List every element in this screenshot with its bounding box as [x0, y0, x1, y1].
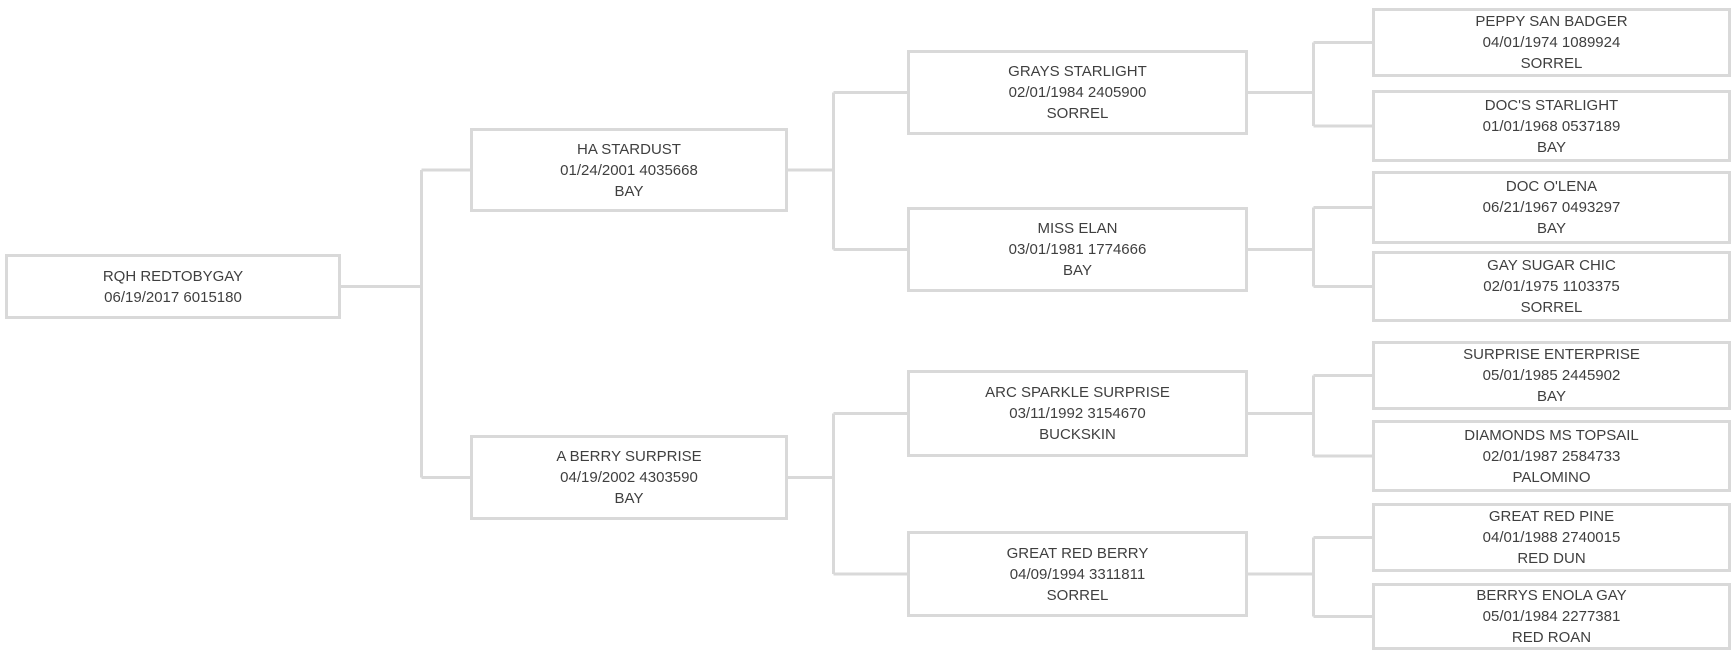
horse-color: RED DUN [1517, 550, 1586, 567]
horse-date-reg: 01/24/2001 4035668 [560, 161, 698, 179]
horse-name: A BERRY SURPRISE [556, 448, 702, 465]
horse-name: GAY SUGAR CHIC [1487, 257, 1616, 274]
node-dam-sire-sire[interactable]: SURPRISE ENTERPRISE 05/01/1985 2445902 B… [1372, 341, 1731, 410]
node-dam-dam-dam[interactable]: BERRYS ENOLA GAY 05/01/1984 2277381 RED … [1372, 583, 1731, 650]
horse-color: SORREL [1520, 55, 1583, 72]
horse-date-reg: 03/01/1981 1774666 [1008, 241, 1147, 258]
horse-name: DIAMONDS MS TOPSAIL [1464, 426, 1639, 444]
horse-name: BERRYS ENOLA GAY [1476, 587, 1627, 604]
node-sire-dam-dam[interactable]: GAY SUGAR CHIC 02/01/1975 1103375 SORREL [1372, 251, 1731, 322]
node-sire[interactable]: HA STARDUST 01/24/2001 4035668 BAY [470, 128, 788, 212]
connector-dam-parents [788, 412, 907, 576]
horse-color: PALOMINO [1512, 468, 1591, 486]
horse-name: RQH REDTOBYGAY [102, 267, 244, 285]
horse-color: SORREL [1046, 105, 1109, 122]
node-sire-sire-sire[interactable]: PEPPY SAN BADGER 04/01/1974 1089924 SORR… [1372, 8, 1731, 77]
connector-sire-parents [788, 91, 907, 251]
node-sire-dam[interactable]: MISS ELAN 03/01/1981 1774666 BAY [907, 207, 1248, 292]
node-dam-sire[interactable]: ARC SPARKLE SURPRISE 03/11/1992 3154670 … [907, 370, 1248, 457]
horse-color: BAY [1063, 262, 1092, 279]
horse-color: BAY [1537, 138, 1566, 156]
horse-date-reg: 03/11/1992 3154670 [1009, 405, 1146, 422]
horse-color: BUCKSKIN [1039, 426, 1116, 443]
node-sire-sire[interactable]: GRAYS STARLIGHT 02/01/1984 2405900 SORRE… [907, 50, 1248, 135]
horse-date-reg: 02/01/1987 2584733 [1482, 447, 1621, 465]
node-sire-sire-dam[interactable]: DOC'S STARLIGHT 01/01/1968 0537189 BAY [1372, 90, 1731, 162]
horse-name: MISS ELAN [1037, 220, 1118, 237]
horse-color: RED ROAN [1511, 629, 1592, 646]
connector-sire-dam-parents [1248, 206, 1372, 288]
horse-name: HA STARDUST [577, 140, 681, 158]
horse-name: DOC O'LENA [1505, 178, 1598, 195]
connector-dam-sire-parents [1248, 374, 1372, 458]
node-dam-dam-sire[interactable]: GREAT RED PINE 04/01/1988 2740015 RED DU… [1372, 503, 1731, 572]
connector-subject-parents [341, 168, 470, 479]
node-sire-dam-sire[interactable]: DOC O'LENA 06/21/1967 0493297 BAY [1372, 171, 1731, 244]
horse-date-reg: 06/21/1967 0493297 [1482, 199, 1621, 216]
connector-sire-sire-parents [1248, 41, 1372, 128]
horse-date-reg: 06/19/2017 6015180 [104, 288, 242, 306]
horse-name: DOC'S STARLIGHT [1484, 96, 1619, 114]
horse-name: GREAT RED BERRY [1006, 544, 1149, 562]
horse-color: BAY [1537, 388, 1566, 405]
horse-name: PEPPY SAN BADGER [1475, 13, 1628, 30]
horse-color: BAY [614, 182, 644, 200]
horse-date-reg: 04/01/1988 2740015 [1482, 529, 1621, 546]
horse-color: SORREL [1046, 586, 1109, 604]
horse-name: SURPRISE ENTERPRISE [1463, 346, 1640, 363]
horse-date-reg: 04/09/1994 3311811 [1009, 565, 1146, 583]
node-subject[interactable]: RQH REDTOBYGAY 06/19/2017 6015180 [5, 254, 341, 319]
node-dam[interactable]: A BERRY SURPRISE 04/19/2002 4303590 BAY [470, 435, 788, 520]
horse-date-reg: 02/01/1984 2405900 [1008, 84, 1147, 101]
horse-date-reg: 05/01/1984 2277381 [1482, 608, 1621, 625]
horse-date-reg: 02/01/1975 1103375 [1483, 278, 1620, 295]
horse-name: ARC SPARKLE SURPRISE [985, 384, 1170, 401]
horse-date-reg: 04/01/1974 1089924 [1482, 34, 1621, 51]
horse-color: BAY [1537, 220, 1566, 237]
horse-color: SORREL [1520, 299, 1583, 316]
horse-date-reg: 05/01/1985 2445902 [1482, 367, 1621, 384]
horse-date-reg: 04/19/2002 4303590 [560, 469, 698, 486]
horse-date-reg: 01/01/1968 0537189 [1482, 117, 1621, 135]
connector-dam-dam-parents [1248, 536, 1372, 618]
horse-color: BAY [614, 490, 644, 507]
node-dam-dam[interactable]: GREAT RED BERRY 04/09/1994 3311811 SORRE… [907, 531, 1248, 617]
node-dam-sire-dam[interactable]: DIAMONDS MS TOPSAIL 02/01/1987 2584733 P… [1372, 420, 1731, 492]
horse-name: GRAYS STARLIGHT [1008, 63, 1147, 80]
horse-name: GREAT RED PINE [1488, 508, 1615, 525]
